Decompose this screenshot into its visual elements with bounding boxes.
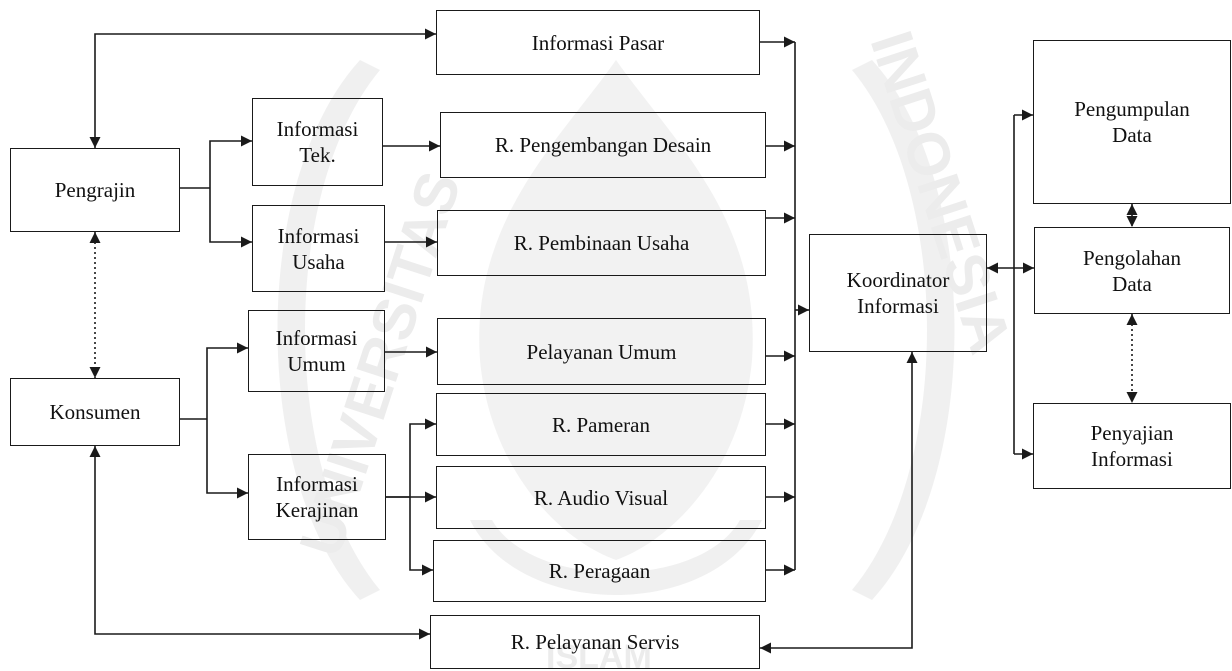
edge-kerajinan-peragaan [409,497,433,576]
watermark-right-ring [852,60,955,600]
node-informasi-tek: Informasi Tek. [252,98,383,186]
edge-konsumen-kerajinan [206,419,248,499]
edge-konsumen-umum [206,342,248,419]
node-penyajian-informasi: Penyajian Informasi [1033,403,1231,489]
edge-pengrajin-tek [209,135,252,188]
watermark-bottom-text: ISLAM [546,638,652,671]
edge-pengrajin-pasar [89,28,436,148]
node-pengrajin: Pengrajin [10,148,180,232]
node-r-audio-visual: R. Audio Visual [436,466,766,529]
node-informasi-pasar: Informasi Pasar [436,10,760,75]
node-pengumpulan-data: Pengumpulan Data [1033,40,1231,204]
node-pengolahan-data: Pengolahan Data [1034,227,1230,314]
node-koordinator-informasi: Koordinator Informasi [809,234,987,352]
edge-pengrajin-usaha [209,188,252,248]
node-informasi-umum: Informasi Umum [248,310,385,392]
node-r-peragaan: R. Peragaan [433,540,766,602]
node-informasi-kerajinan: Informasi Kerajinan [248,454,386,540]
node-r-pengembangan-desain: R. Pengembangan Desain [440,112,766,178]
watermark-flame [479,60,753,560]
node-informasi-usaha: Informasi Usaha [252,205,385,292]
node-r-pembinaan-usaha: R. Pembinaan Usaha [437,210,766,276]
edge-kerajinan-pameran [409,418,436,497]
node-pelayanan-umum: Pelayanan Umum [437,318,766,385]
node-konsumen: Konsumen [10,378,180,446]
node-r-pameran: R. Pameran [436,393,766,456]
watermark-arch [470,520,762,595]
edge-konsumen-servis [89,446,430,640]
edge-servis-koordinator [760,352,918,654]
node-r-pelayanan-servis: R. Pelayanan Servis [430,615,760,669]
